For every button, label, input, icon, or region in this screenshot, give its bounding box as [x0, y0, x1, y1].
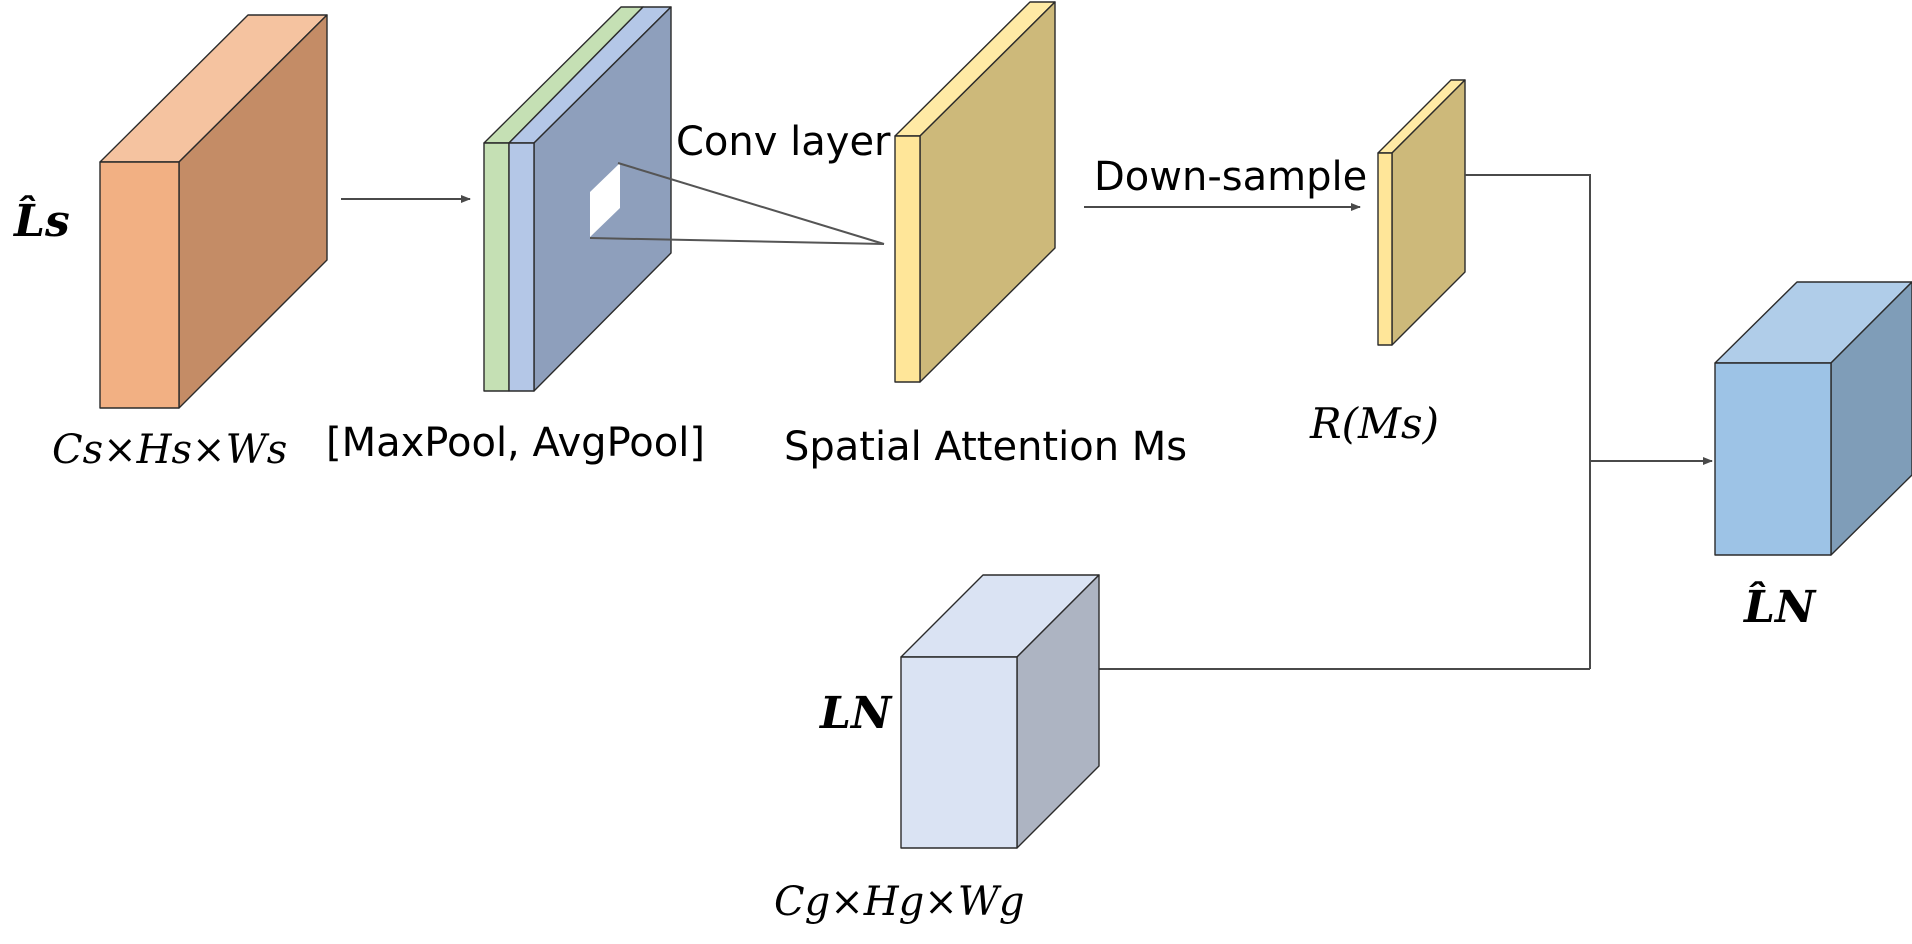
global-symbol-label: LN: [818, 688, 893, 739]
conv-projection-top: [617, 162, 885, 245]
attention-front: [894, 135, 921, 383]
input-dims-label: Cs×Hs×Ws: [52, 427, 287, 473]
output-block-front: [1714, 362, 1832, 556]
conv-layer-label: Conv layer: [676, 119, 891, 165]
resized-attention-label: R(Ms): [1309, 399, 1439, 448]
conv-projection-bottom: [589, 237, 885, 245]
pool-green-front: [483, 142, 510, 392]
resized-front: [1377, 152, 1393, 346]
resized-attention-block: [1377, 79, 1466, 346]
wire-resized-to-junction: [1465, 174, 1591, 669]
downsample-label: Down-sample: [1094, 154, 1367, 200]
output-feature-block: [1714, 281, 1912, 556]
input-feature-block: [99, 14, 328, 409]
input-symbol-label: L̂s: [12, 194, 70, 247]
pool-label: [MaxPool, AvgPool]: [326, 420, 705, 466]
conv-kernel-window: [590, 163, 620, 237]
global-block-front: [900, 656, 1018, 849]
resized-side: [1391, 79, 1466, 346]
pool-blue-front: [508, 142, 535, 392]
global-feature-block: [900, 574, 1100, 849]
spatial-attention-block: [894, 1, 1056, 383]
output-symbol-label: L̂N: [1742, 580, 1817, 633]
pooled-maps-block: [483, 6, 672, 392]
spatial-attention-label: Spatial Attention Ms: [784, 424, 1187, 470]
input-block-front: [99, 161, 180, 409]
global-dims-label: Cg×Hg×Wg: [774, 879, 1024, 925]
